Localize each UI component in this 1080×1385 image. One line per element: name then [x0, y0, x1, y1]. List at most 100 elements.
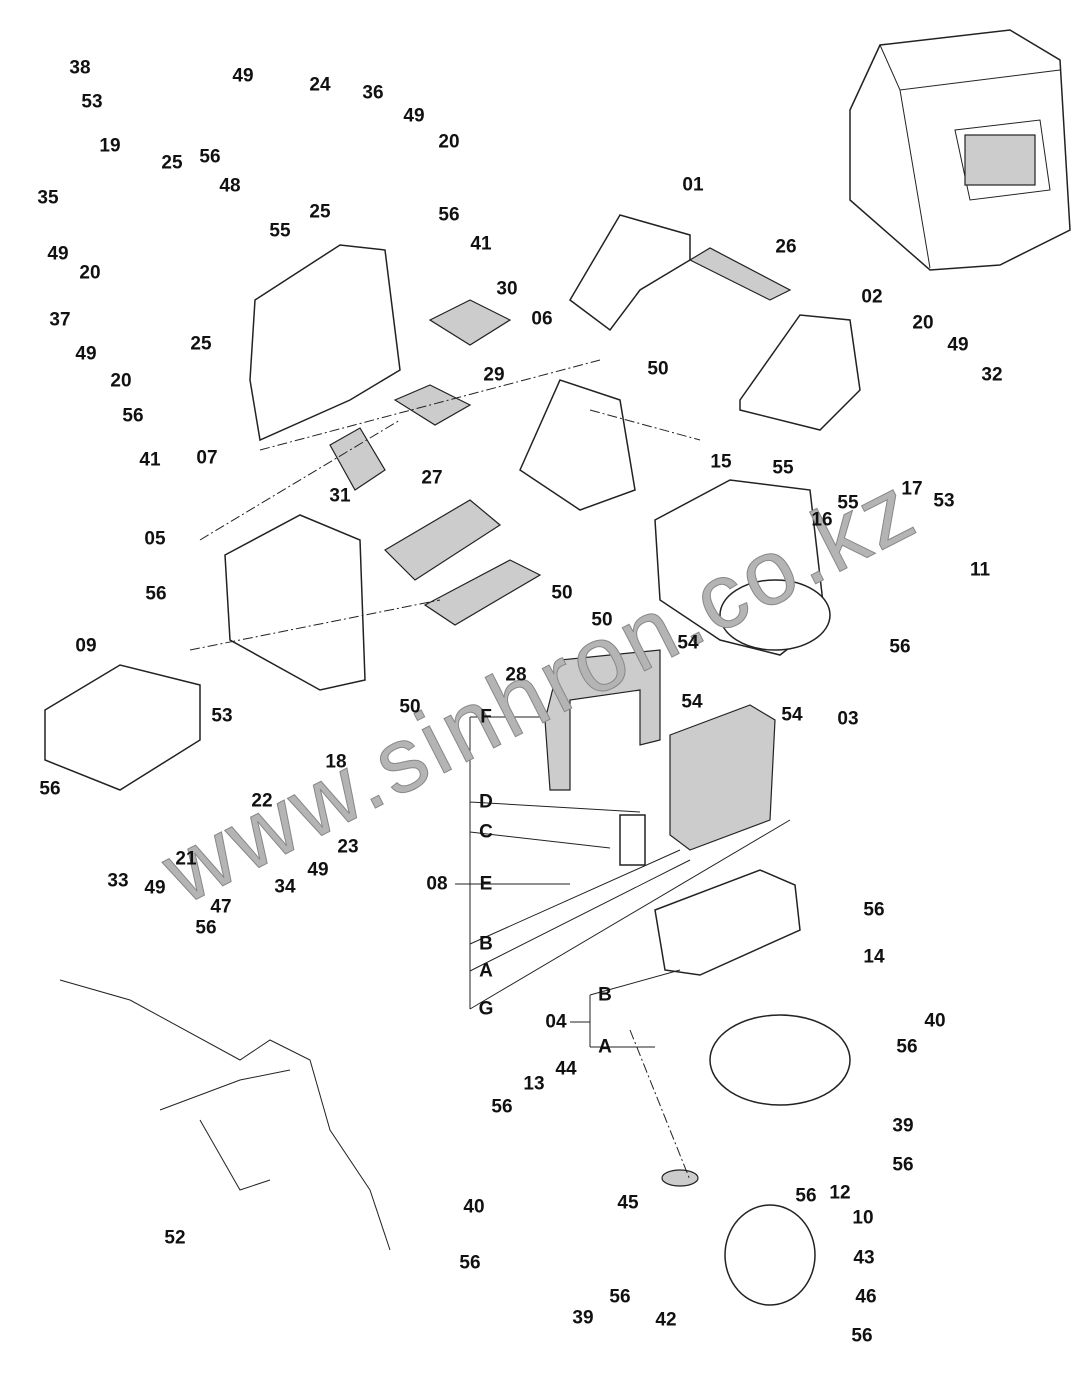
part-callout-label: 50	[591, 609, 613, 631]
part-callout-label: 15	[710, 451, 732, 473]
heater-09	[44, 664, 201, 791]
housing-07	[249, 244, 401, 442]
part-callout-label: 55	[772, 457, 794, 479]
part-callout-label: E	[479, 873, 493, 895]
damper-31	[329, 427, 386, 491]
part-callout-label: 20	[79, 262, 101, 284]
heater-core-27	[384, 499, 502, 581]
part-callout-label: 40	[924, 1010, 946, 1032]
part-callout-label: 40	[463, 1196, 485, 1218]
part-callout-label: 06	[531, 308, 553, 330]
part-callout-label: 18	[325, 751, 347, 773]
part-callout-label: 20	[912, 312, 934, 334]
part-callout-label: 53	[933, 490, 955, 512]
expansion-valve	[619, 814, 646, 866]
part-callout-label: 44	[555, 1058, 577, 1080]
part-callout-label: 38	[69, 57, 91, 79]
blower-case-04	[654, 869, 801, 976]
part-callout-label: 12	[829, 1182, 851, 1204]
blower-fan-10	[724, 1204, 816, 1306]
part-callout-label: 56	[795, 1185, 817, 1207]
duct-06	[519, 379, 636, 511]
part-callout-label: 31	[329, 485, 351, 507]
part-callout-label: 41	[470, 233, 492, 255]
part-callout-label: 19	[99, 135, 121, 157]
part-callout-label: 17	[901, 478, 923, 500]
part-callout-label: 56	[609, 1286, 631, 1308]
part-callout-label: 35	[37, 187, 59, 209]
part-callout-label: 26	[775, 236, 797, 258]
part-callout-label: 49	[307, 859, 329, 881]
part-callout-label: 25	[161, 152, 183, 174]
part-callout-label: 14	[863, 946, 885, 968]
part-callout-label: 24	[309, 74, 331, 96]
part-callout-label: 08	[426, 873, 448, 895]
part-callout-label: 09	[75, 635, 97, 657]
part-callout-label: 13	[523, 1073, 545, 1095]
part-callout-label: 30	[496, 278, 518, 300]
part-callout-label: F	[480, 706, 492, 728]
part-callout-label: 50	[647, 358, 669, 380]
part-callout-label: 11	[969, 559, 991, 581]
part-callout-label: 33	[107, 870, 129, 892]
part-callout-label: 54	[677, 632, 699, 654]
part-callout-label: 49	[947, 334, 969, 356]
part-callout-label: 54	[681, 691, 703, 713]
part-callout-label: D	[479, 791, 493, 813]
duct-02	[739, 314, 861, 431]
part-callout-label: 43	[853, 1247, 875, 1269]
part-callout-label: 20	[110, 370, 132, 392]
part-callout-label: 28	[505, 664, 527, 686]
part-callout-label: 56	[199, 146, 221, 168]
part-callout-label: 02	[861, 286, 883, 308]
part-callout-label: A	[598, 1036, 612, 1058]
housing-05	[224, 514, 366, 691]
part-callout-label: B	[479, 933, 493, 955]
part-callout-label: 50	[551, 582, 573, 604]
part-callout-label: 56	[863, 899, 885, 921]
cab-illustration	[849, 29, 1071, 271]
part-callout-label: 10	[852, 1207, 874, 1229]
damper-30	[428, 299, 512, 346]
part-callout-label: 56	[39, 778, 61, 800]
pad-45	[661, 1169, 699, 1187]
group-bracket-04	[570, 969, 681, 1048]
part-callout-label: 03	[837, 708, 859, 730]
part-callout-label: 53	[81, 91, 103, 113]
part-callout-label: 47	[210, 896, 232, 918]
part-callout-label: 49	[403, 105, 425, 127]
part-callout-label: 46	[855, 1286, 877, 1308]
part-callout-label: 42	[655, 1309, 677, 1331]
part-callout-label: B	[598, 984, 612, 1006]
part-callout-label: 49	[144, 877, 166, 899]
part-callout-label: 25	[309, 201, 331, 223]
part-callout-label: 04	[545, 1011, 567, 1033]
part-callout-label: 39	[892, 1115, 914, 1137]
part-callout-label: 54	[781, 704, 803, 726]
part-callout-label: 56	[459, 1252, 481, 1274]
part-callout-label: 56	[145, 583, 167, 605]
part-callout-label: 05	[144, 528, 166, 550]
part-callout-label: 56	[438, 204, 460, 226]
part-callout-label: 50	[399, 696, 421, 718]
part-callout-label: G	[478, 998, 494, 1020]
evaporator	[669, 704, 776, 851]
part-callout-label: C	[479, 821, 493, 843]
part-callout-label: 56	[122, 405, 144, 427]
heater-core-28	[423, 559, 542, 626]
damper-29	[393, 384, 472, 426]
part-callout-label: 22	[251, 790, 273, 812]
part-callout-label: 55	[837, 492, 859, 514]
part-callout-label: 52	[164, 1227, 186, 1249]
part-callout-label: 55	[269, 220, 291, 242]
part-callout-label: 34	[274, 876, 296, 898]
wire-harness-52	[59, 979, 391, 1251]
part-callout-label: 48	[219, 175, 241, 197]
part-callout-label: 20	[438, 131, 460, 153]
filter-26	[688, 247, 792, 301]
part-callout-label: 27	[421, 467, 443, 489]
part-callout-label: 56	[491, 1096, 513, 1118]
part-callout-label: A	[479, 960, 493, 982]
